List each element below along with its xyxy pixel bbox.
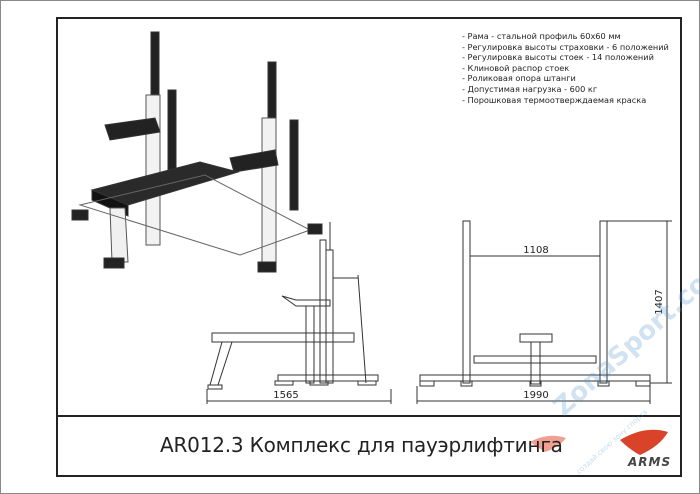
spec-item: - Рама - стальной профиль 60х60 мм bbox=[462, 31, 621, 41]
spec-item: - Клиновой распор стоек bbox=[462, 62, 570, 73]
product-title: AR012.3 Комплекс для пауэрлифтинга bbox=[160, 433, 563, 457]
spec-item: - Допустимая нагрузка - 600 кг bbox=[462, 83, 598, 94]
side-view bbox=[206, 222, 392, 404]
dim-height: 1407 bbox=[654, 289, 665, 314]
drawing-frame bbox=[56, 17, 682, 477]
title-block-divider bbox=[56, 415, 680, 417]
spec-item: - Роликовая опора штанги bbox=[462, 73, 576, 84]
specification-list: - Рама - стальной профиль 60х60 мм - Рег… bbox=[462, 31, 669, 105]
render-3d bbox=[71, 31, 323, 273]
arms-logo bbox=[530, 429, 668, 455]
front-view bbox=[416, 220, 672, 404]
dim-side-length: 1565 bbox=[273, 390, 298, 401]
dim-front-width: 1990 bbox=[523, 390, 548, 401]
logo-brand-text: ARMS bbox=[628, 455, 672, 469]
spec-item: - Регулировка высоты стоек - 14 положени… bbox=[462, 52, 654, 63]
spec-item: - Регулировка высоты страховки - 6 полож… bbox=[462, 41, 669, 52]
dim-inner-width: 1108 bbox=[523, 245, 548, 256]
spec-item: - Порошковая термоотверждаемая краска bbox=[462, 94, 647, 105]
